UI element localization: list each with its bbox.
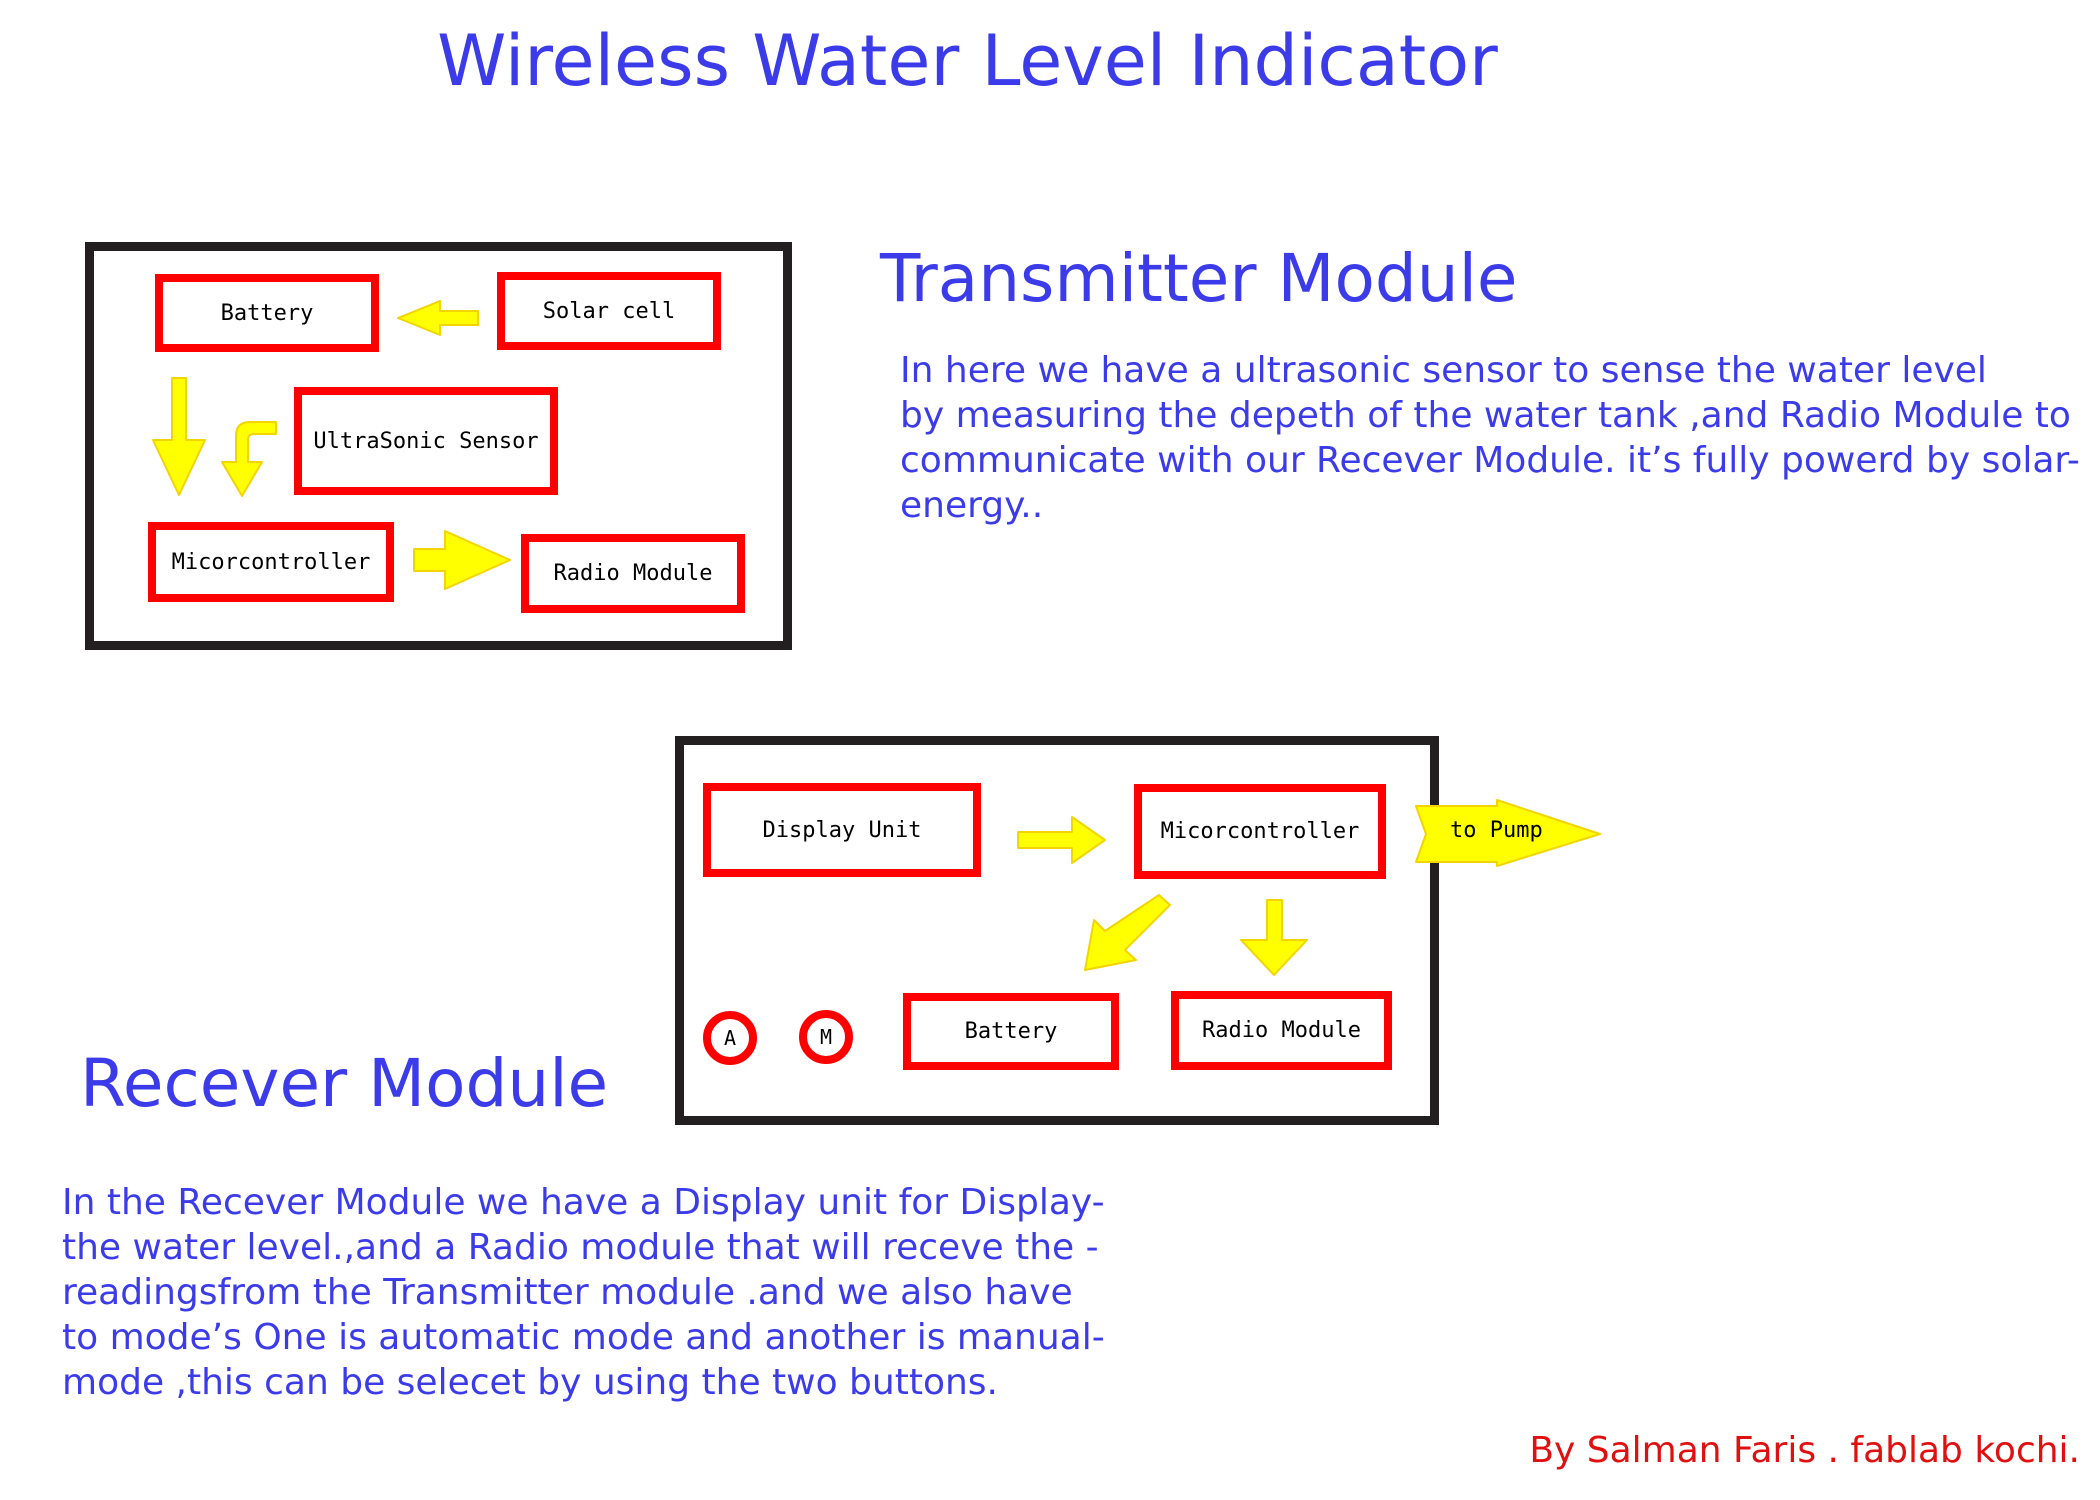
author-credit: By Salman Faris . fablab kochi.: [1529, 1430, 2080, 1471]
to-pump-pointer: [1415, 799, 1601, 867]
auto-mode-button[interactable]: A: [703, 1011, 757, 1065]
tx-solar-cell-block: Solar cell: [497, 272, 721, 350]
tx-radio-module-block: Radio Module: [521, 534, 745, 613]
tx-battery-block: Battery: [155, 274, 379, 352]
rx-battery-block: Battery: [903, 993, 1119, 1070]
tx-ultrasonic-sensor-block: UltraSonic Sensor: [294, 387, 558, 495]
arrow-mcu-to-battery: [1084, 894, 1171, 971]
to-pump-label: to Pump: [1450, 818, 1543, 843]
receiver-heading: Recever Module: [80, 1045, 609, 1122]
arrow-solar-to-battery: [397, 300, 479, 336]
rx-microcontroller-block: Micorcontroller: [1134, 784, 1386, 879]
manual-mode-button[interactable]: M: [799, 1010, 853, 1064]
receiver-description: In the Recever Module we have a Display …: [62, 1182, 1105, 1403]
transmitter-description: In here we have a ultrasonic sensor to s…: [900, 350, 2080, 526]
arrow-display-mcu: [1017, 816, 1106, 864]
arrow-mcu-to-radio: [413, 530, 511, 590]
page-title: Wireless Water Level Indicator: [437, 20, 1498, 102]
rx-radio-module-block: Radio Module: [1171, 991, 1392, 1070]
tx-microcontroller-block: Micorcontroller: [148, 522, 394, 602]
rx-display-unit-block: Display Unit: [703, 783, 981, 877]
transmitter-heading: Transmitter Module: [880, 240, 1518, 317]
arrow-sensor-to-mcu: [221, 421, 277, 497]
arrow-mcu-to-radio-rx: [1240, 899, 1308, 976]
arrow-battery-to-mcu: [152, 377, 206, 496]
